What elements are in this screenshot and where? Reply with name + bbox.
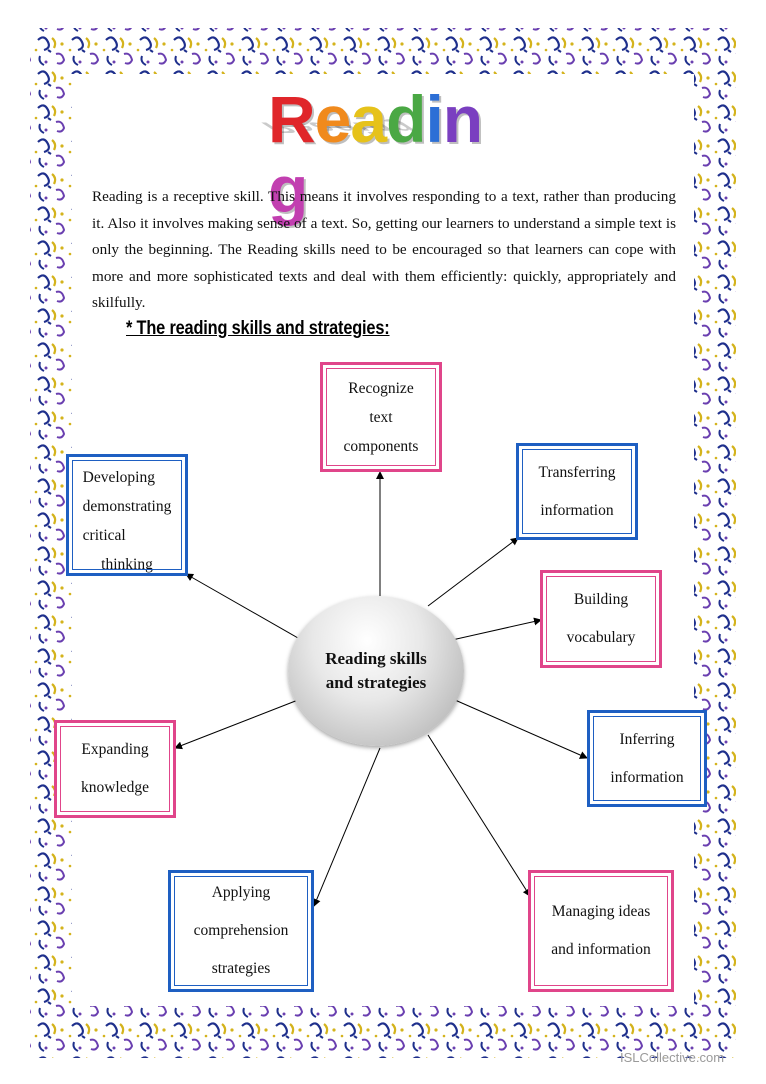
title-letter: R xyxy=(268,84,315,154)
title-letter: a xyxy=(350,84,386,154)
title-letter: i xyxy=(425,84,442,154)
title-letter: n xyxy=(443,84,482,154)
watermark: ISLCollective.com xyxy=(620,1050,724,1065)
node-recognize-text-components: Recognize text components xyxy=(320,362,442,472)
intro-paragraph: Reading is a receptive skill. This means… xyxy=(92,184,676,317)
title-area: Reading Reading xyxy=(262,84,502,174)
node-transferring-information: Transferring information xyxy=(516,443,638,540)
section-heading: * The reading skills and strategies: xyxy=(126,318,390,340)
title-letter: e xyxy=(315,84,351,154)
node-managing-ideas: Managing ideas and information xyxy=(528,870,674,992)
title-letter: d xyxy=(386,84,425,154)
node-developing-critical-thinking: Developing demonstrating critical thinki… xyxy=(66,454,188,576)
node-expanding-knowledge: Expanding knowledge xyxy=(54,720,176,818)
node-building-vocabulary: Building vocabulary xyxy=(540,570,662,668)
center-node-reading-skills: Reading skills and strategies xyxy=(288,596,464,746)
node-applying-comprehension-strategies: Applying comprehension strategies xyxy=(168,870,314,992)
node-inferring-information: Inferring information xyxy=(587,710,707,807)
